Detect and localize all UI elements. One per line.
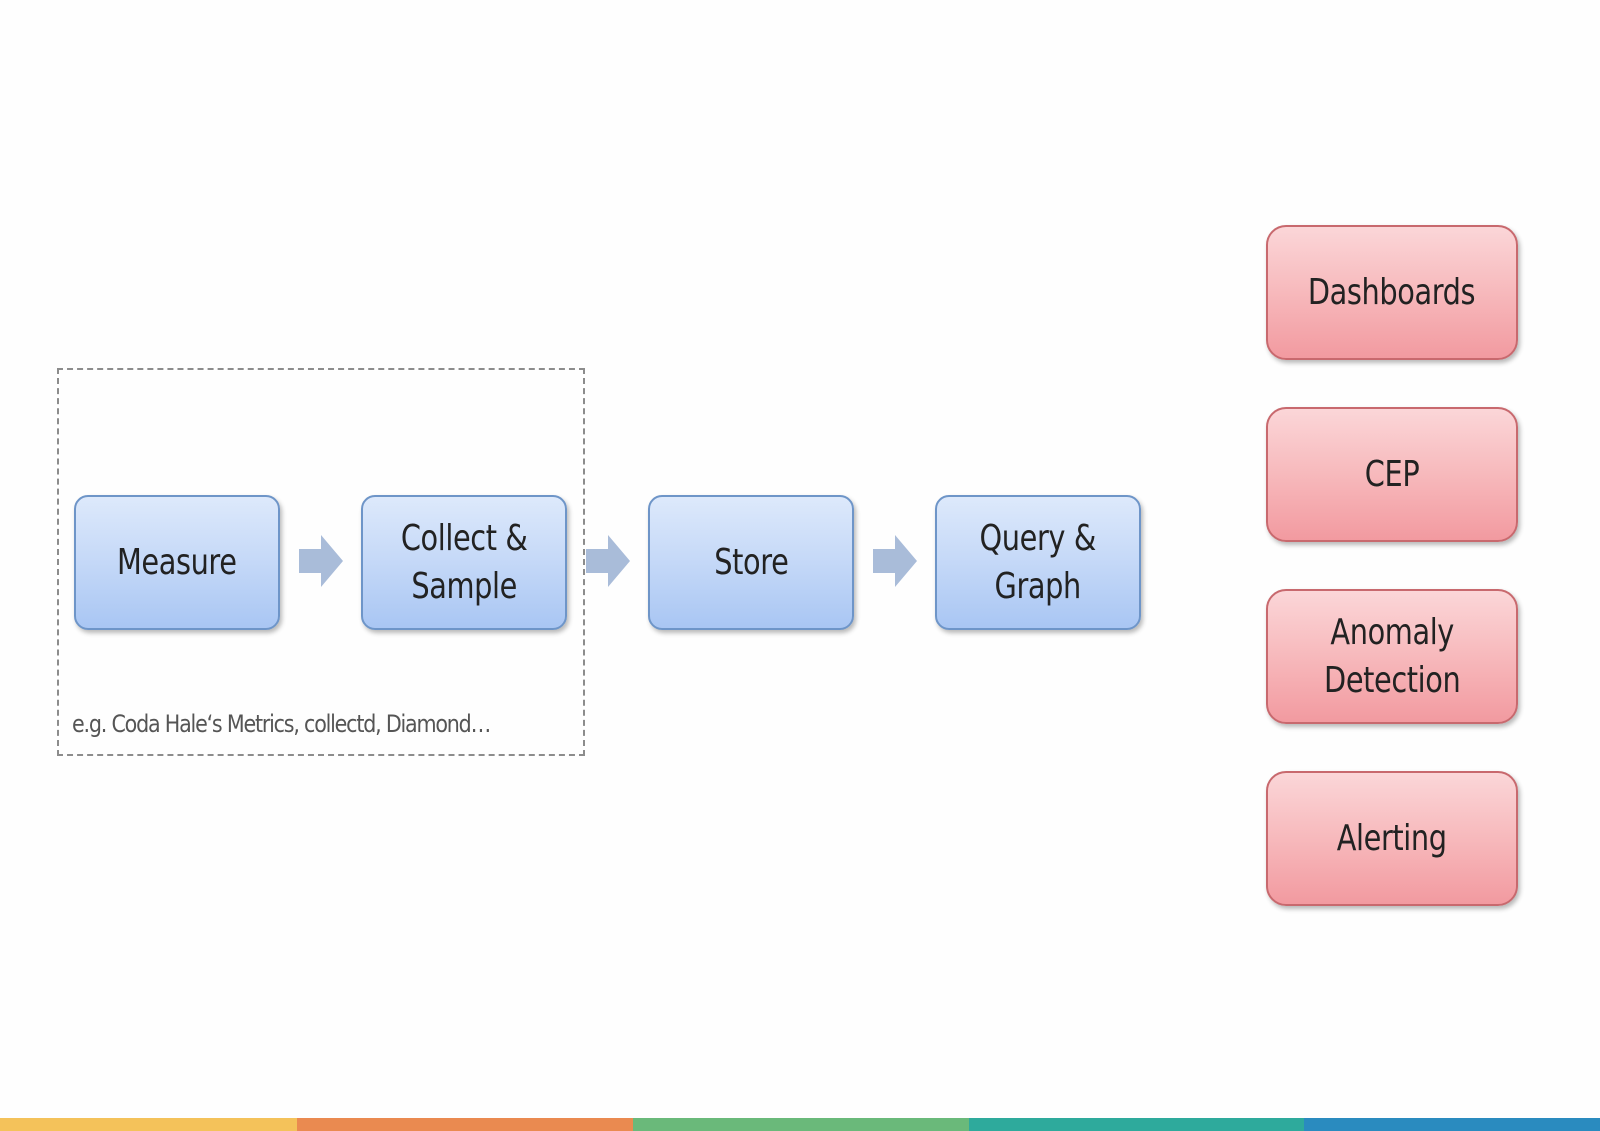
stage-query-graph-label: Query & Graph (979, 517, 1097, 607)
collection-group-box (57, 368, 585, 756)
stage-measure[interactable]: Measure (74, 495, 280, 630)
stage-collect-sample-label: Collect & Sample (400, 517, 528, 607)
output-cep-label: CEP (1364, 453, 1420, 495)
arrow-right-icon (873, 535, 917, 587)
output-anomaly-detection[interactable]: Anomaly Detection (1266, 589, 1518, 724)
footer-color-bar (0, 1118, 1600, 1131)
output-anomaly-detection-label: Anomaly Detection (1323, 611, 1461, 701)
stage-store[interactable]: Store (648, 495, 854, 630)
footer-color-segment (0, 1118, 297, 1131)
footer-color-segment (633, 1118, 969, 1131)
footer-color-segment (1304, 1118, 1600, 1131)
stage-measure-label: Measure (117, 541, 237, 583)
arrow-right-icon (299, 535, 343, 587)
stage-query-graph[interactable]: Query & Graph (935, 495, 1141, 630)
output-alerting-label: Alerting (1337, 817, 1447, 859)
arrow-right-icon-shape (299, 535, 343, 587)
output-dashboards-label: Dashboards (1308, 271, 1476, 313)
footer-color-segment (969, 1118, 1304, 1131)
output-cep[interactable]: CEP (1266, 407, 1518, 542)
footer-color-segment (297, 1118, 633, 1131)
output-alerting[interactable]: Alerting (1266, 771, 1518, 906)
stage-collect-sample[interactable]: Collect & Sample (361, 495, 567, 630)
arrow-right-icon-shape (586, 535, 630, 587)
collection-group-caption: e.g. Coda Hale‘s Metrics, collectd, Diam… (72, 710, 491, 738)
arrow-right-icon-shape (873, 535, 917, 587)
arrow-right-icon (586, 535, 630, 587)
stage-store-label: Store (713, 541, 789, 583)
output-dashboards[interactable]: Dashboards (1266, 225, 1518, 360)
